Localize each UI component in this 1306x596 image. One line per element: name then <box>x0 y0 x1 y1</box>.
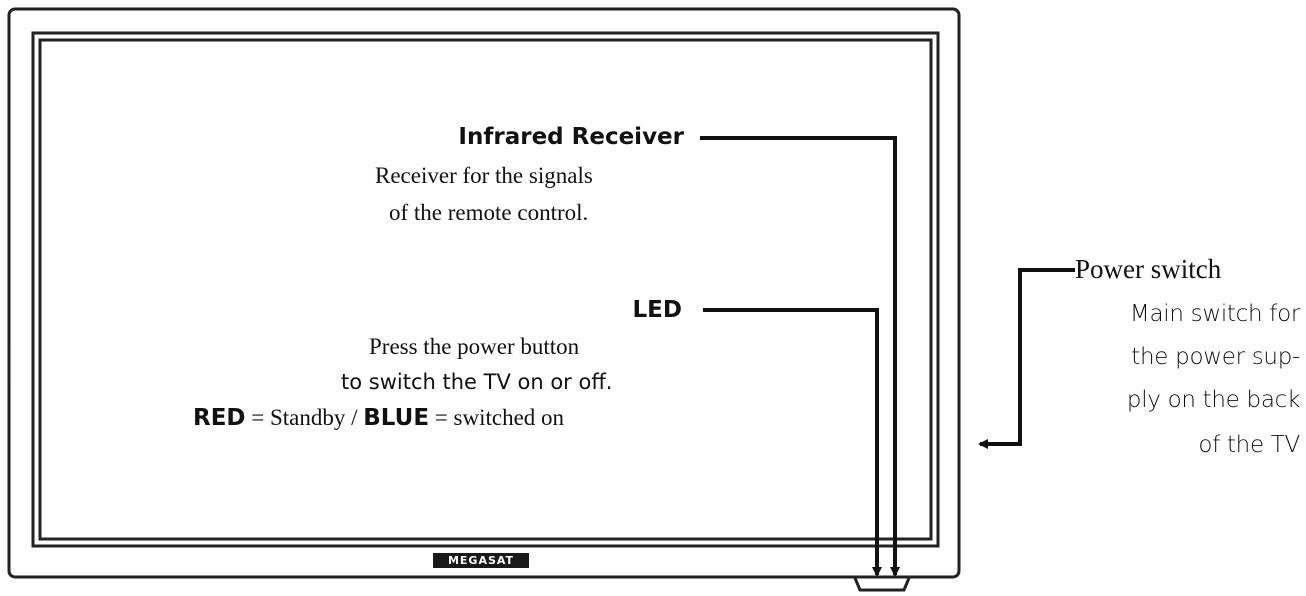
tv-outer-frame <box>7 7 961 579</box>
power-switch-leader-line <box>978 268 1075 449</box>
led-blue-label: BLUE <box>363 405 430 431</box>
power-switch-description-line1: Main switch for <box>1129 301 1300 327</box>
power-switch-description-line4: of the TV <box>1198 432 1300 458</box>
power-switch-description-line3: ply on the back <box>1126 387 1300 413</box>
ir-leader-line <box>700 136 900 577</box>
led-red-label: RED <box>193 405 246 431</box>
power-switch-description-line2: the power sup- <box>1131 344 1300 370</box>
led-leader-line <box>703 308 882 577</box>
led-blue-text: = switched on <box>429 405 565 430</box>
tv-screen-outer <box>31 31 940 548</box>
led-description-line2: to switch the TV on or off. <box>341 370 613 394</box>
brand-logo: MEGASAT <box>433 553 529 568</box>
infrared-receiver-title: Infrared Receiver <box>458 124 684 150</box>
power-switch-title: Power switch <box>1075 254 1222 284</box>
infrared-receiver-description-line1: Receiver for the signals <box>375 163 593 188</box>
tv-stand <box>853 577 911 592</box>
led-title: LED <box>632 297 682 323</box>
led-status-legend: RED = Standby / BLUE = switched on <box>193 405 564 431</box>
led-description-line1: Press the power button <box>369 334 580 359</box>
infrared-receiver-description-line2: of the remote control. <box>389 200 589 225</box>
led-red-text: = Standby / <box>245 405 364 430</box>
tv-screen-inner <box>38 38 933 541</box>
